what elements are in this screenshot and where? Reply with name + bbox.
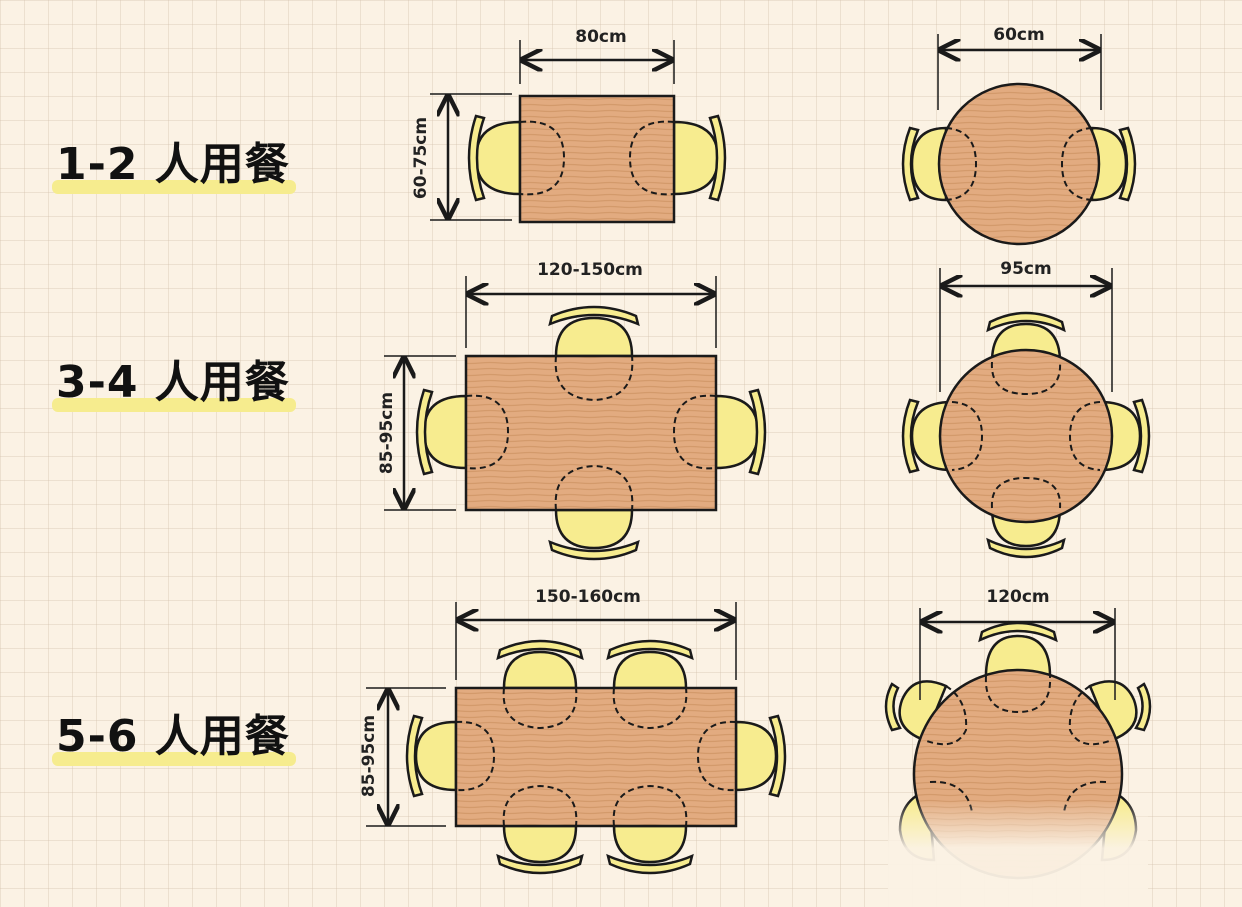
chair (978, 621, 1058, 678)
chair (714, 388, 767, 476)
chair (901, 126, 948, 202)
chair (548, 305, 640, 358)
chair (496, 639, 584, 690)
rect-table-5-6: 150-160cm 85-95cm (359, 587, 787, 875)
chair (884, 680, 948, 742)
row-label-5-6: 5-6 人用餐 (52, 700, 296, 766)
round-diameter-label: 60cm (993, 25, 1044, 45)
chair (734, 714, 787, 798)
rect-depth-label: 60-75cm (411, 117, 431, 199)
rect-depth-label: 85-95cm (359, 715, 379, 797)
chair (415, 388, 468, 476)
round-table-3-4: 95cm (901, 259, 1151, 559)
chair (1090, 126, 1137, 202)
label-highlight (52, 180, 296, 194)
chair (496, 824, 584, 875)
chair (548, 508, 640, 561)
rect-width-label: 80cm (575, 27, 626, 47)
rect-width-label: 120-150cm (537, 260, 643, 280)
rect-table-1-2: 80cm 60-75cm (411, 27, 727, 224)
chair (672, 114, 727, 202)
round-diameter-label: 95cm (1000, 259, 1051, 279)
bottom-fade-overlay (888, 800, 1148, 907)
chair (1088, 680, 1152, 742)
chair (606, 639, 694, 690)
rect-depth-label: 85-95cm (377, 392, 397, 474)
round-diameter-label: 120cm (986, 587, 1049, 607)
label-highlight (52, 398, 296, 412)
row-label-1-2: 1-2 人用餐 (52, 128, 296, 194)
chair (467, 114, 522, 202)
label-highlight (52, 752, 296, 766)
round-table-1-2: 60cm (901, 25, 1137, 246)
chair (606, 824, 694, 875)
row-label-3-4: 3-4 人用餐 (52, 346, 296, 412)
chair (405, 714, 458, 798)
rect-width-label: 150-160cm (535, 587, 641, 607)
rect-table-3-4: 120-150cm 85-95cm (377, 260, 767, 561)
